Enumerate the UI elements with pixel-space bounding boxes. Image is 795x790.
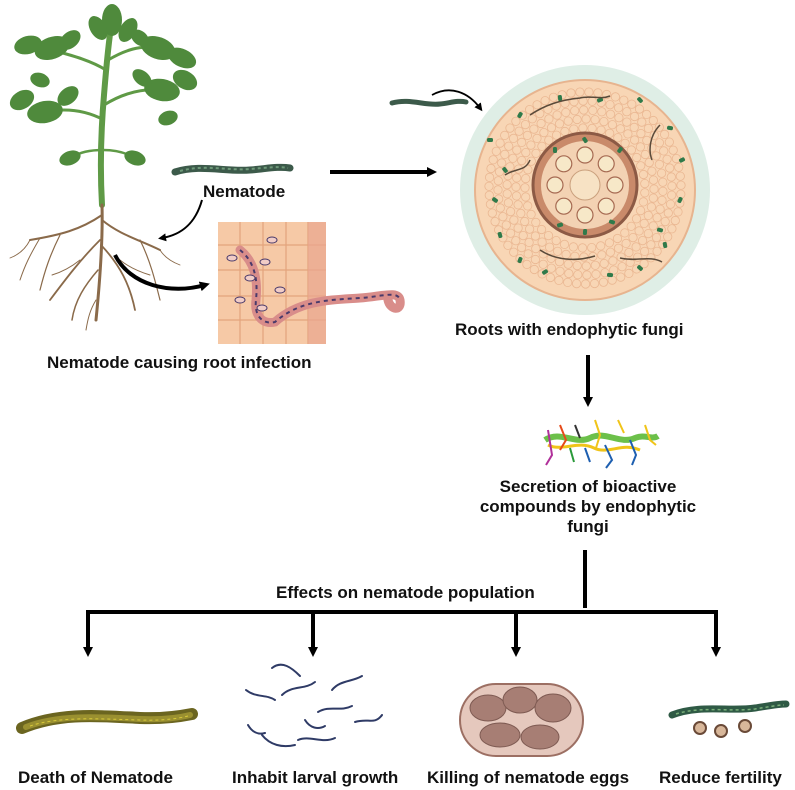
nematode-worm-icon (389, 98, 469, 107)
arrow-to-root (158, 199, 203, 242)
secretion-line-1: Secretion of bioactive (499, 477, 677, 496)
eggs-label: Killing of nematode eggs (427, 768, 630, 787)
arrow-to-tissue (113, 254, 210, 292)
larvae-icon (245, 663, 383, 748)
arrow-nematode-to-root (431, 89, 483, 112)
secretion-label: Secretion of bioactive compounds by endo… (468, 477, 708, 537)
secretion-line-2: compounds by endophytic (479, 497, 697, 516)
secretion-line-3: fungi (567, 517, 609, 536)
fertility-label: Reduce fertility (659, 768, 782, 787)
root-infection-label: Nematode causing root infection (47, 353, 312, 372)
bioactive-compound-molecule-icon (543, 419, 660, 469)
death-label: Death of Nematode (18, 768, 173, 787)
root-cross-section-icon (460, 65, 710, 315)
roots-fungi-label: Roots with endophytic fungi (455, 320, 684, 339)
root-tissue-infection-icon (218, 222, 405, 344)
egg-mass-icon (459, 683, 584, 757)
nematode-label: Nematode (203, 182, 286, 201)
nematode-worm-icon (171, 163, 294, 176)
effects-label: Effects on nematode population (276, 583, 535, 602)
larval-label: Inhabit larval growth (232, 768, 399, 787)
dead-nematode-icon (16, 708, 198, 734)
nematode-with-eggs-icon (668, 700, 790, 738)
effects-arrow-tree (83, 550, 721, 657)
tomato-plant-icon (9, 4, 198, 331)
